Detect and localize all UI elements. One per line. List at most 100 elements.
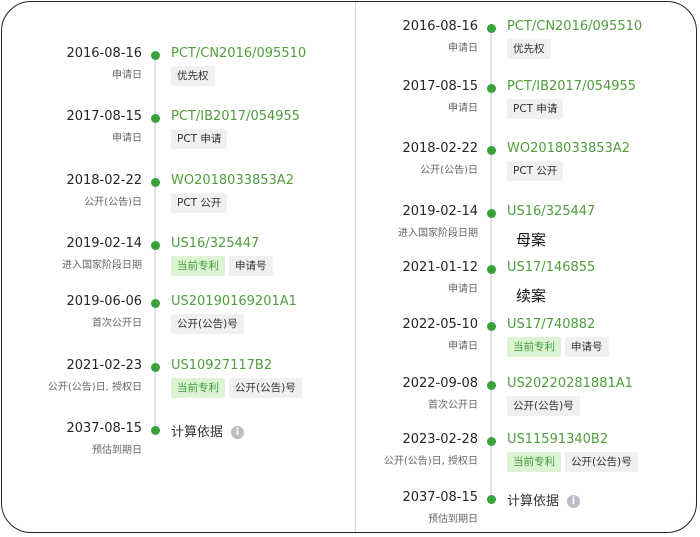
info-tag: PCT 公开 — [171, 193, 228, 213]
patent-number-link[interactable]: US20190169201A1 — [171, 294, 297, 309]
event-type-label: 进入国家阶段日期 — [398, 228, 478, 239]
patent-number[interactable]: US10927117B2 — [171, 358, 273, 373]
patent-number[interactable]: WO2018033853A2 — [507, 141, 630, 156]
event-type-label: 首次公开日 — [428, 400, 478, 411]
event-date: 2019-06-06 — [66, 294, 142, 309]
event-date: 2016-08-16 — [66, 46, 142, 61]
patent-number-link[interactable]: US20220281881A1 — [507, 376, 633, 391]
event-tags: PCT 申请 — [507, 99, 564, 119]
event-date: 2022-09-08 — [402, 376, 478, 391]
timeline-dot — [150, 177, 160, 187]
event-type-label: 申请日 — [448, 341, 478, 352]
timeline-dot — [486, 436, 496, 446]
info-tag: PCT 公开 — [507, 161, 564, 181]
timeline-dot — [486, 145, 496, 155]
event-date: 2021-02-23 — [66, 358, 142, 373]
timeline-dot — [150, 362, 160, 372]
info-tag: 申请号 — [565, 337, 609, 357]
patent-number-link[interactable]: PCT/IB2017/054955 — [507, 79, 636, 94]
event-tags: 优先权 — [171, 66, 215, 86]
patent-number-link[interactable]: US16/325447 — [171, 236, 259, 251]
event-tags: 当前专利公开(公告)号 — [171, 378, 302, 398]
current-patent-tag: 当前专利 — [507, 452, 561, 472]
info-tag: 优先权 — [507, 39, 551, 59]
event-type-label: 公开(公告)日, 授权日 — [47, 382, 142, 393]
patent-number-link[interactable]: US17/740882 — [507, 317, 595, 332]
info-tag: 申请号 — [229, 256, 273, 276]
patent-number-link[interactable]: PCT/CN2016/095510 — [171, 46, 306, 61]
event-type-label: 进入国家阶段日期 — [62, 260, 142, 271]
calculation-basis-label[interactable]: 计算依据 — [171, 425, 224, 440]
patent-number-link[interactable]: US10927117B2 — [171, 358, 272, 373]
timeline-dot — [150, 298, 160, 308]
timeline-dot — [486, 264, 496, 274]
timeline-dot — [150, 50, 160, 60]
patent-number[interactable]: PCT/IB2017/054955 — [171, 109, 301, 124]
info-icon[interactable]: i — [231, 426, 245, 439]
info-tag: PCT 申请 — [171, 129, 228, 149]
patent-number-link[interactable]: PCT/CN2016/095510 — [507, 19, 642, 34]
event-date: 2019-02-14 — [66, 236, 142, 251]
handwritten-note: 母案 — [516, 231, 547, 249]
patent-number[interactable]: US11591340B2 — [507, 432, 609, 447]
timeline-dot — [150, 113, 160, 123]
event-tags: 当前专利申请号 — [171, 256, 273, 276]
info-icon[interactable]: i — [567, 495, 581, 508]
event-type-label: 预估到期日 — [92, 445, 142, 456]
patent-number[interactable]: PCT/IB2017/054955 — [507, 79, 637, 94]
calculation-basis-link[interactable]: 计算依据 i — [171, 421, 245, 440]
event-date: 2037-08-15 — [66, 421, 142, 436]
event-tags: 公开(公告)号 — [507, 396, 580, 416]
info-tag: 公开(公告)号 — [565, 452, 638, 472]
event-date: 2016-08-16 — [402, 19, 478, 34]
event-type-label: 公开(公告)日 — [420, 165, 478, 176]
handwritten-note: 续案 — [516, 287, 547, 305]
patent-number[interactable]: PCT/CN2016/095510 — [507, 19, 643, 34]
event-type-label: 公开(公告)日 — [84, 197, 142, 208]
event-date: 2022-05-10 — [402, 317, 478, 332]
patent-number-link[interactable]: US16/325447 — [507, 204, 595, 219]
timeline-dot — [150, 425, 160, 435]
event-type-label: 预估到期日 — [428, 514, 478, 525]
patent-number-link[interactable]: WO2018033853A2 — [171, 173, 294, 188]
patent-number[interactable]: US17/146855 — [507, 260, 596, 275]
patent-number-link[interactable]: US11591340B2 — [507, 432, 608, 447]
event-tags: 当前专利申请号 — [507, 337, 609, 357]
timeline-dot — [150, 240, 160, 250]
patent-number[interactable]: US16/325447 — [171, 236, 260, 251]
event-date: 2018-02-22 — [66, 173, 142, 188]
calculation-basis-link[interactable]: 计算依据 i — [507, 490, 581, 509]
patent-number[interactable]: US20220281881A1 — [507, 376, 633, 391]
patent-number-link[interactable]: WO2018033853A2 — [507, 141, 630, 156]
event-type-label: 申请日 — [448, 43, 478, 54]
patent-number[interactable]: US17/740882 — [507, 317, 596, 332]
info-tag: 优先权 — [171, 66, 215, 86]
timeline-dot — [486, 208, 496, 218]
info-tag: 公开(公告)号 — [507, 396, 580, 416]
event-date: 2021-01-12 — [402, 260, 478, 275]
timeline-dot — [486, 321, 496, 331]
event-date: 2018-02-22 — [402, 141, 478, 156]
column-divider — [355, 2, 356, 532]
event-type-label: 公开(公告)日, 授权日 — [383, 456, 478, 467]
info-tag: 公开(公告)号 — [171, 314, 244, 334]
current-patent-tag: 当前专利 — [171, 256, 225, 276]
event-type-label: 申请日 — [448, 103, 478, 114]
patent-number[interactable]: US20190169201A1 — [171, 294, 297, 309]
current-patent-tag: 当前专利 — [507, 337, 561, 357]
patent-number[interactable]: PCT/CN2016/095510 — [171, 46, 307, 61]
patent-number[interactable]: WO2018033853A2 — [171, 173, 294, 188]
patent-number[interactable]: US16/325447 — [507, 204, 596, 219]
event-date: 2019-02-14 — [402, 204, 478, 219]
calculation-basis-label[interactable]: 计算依据 — [507, 494, 560, 509]
event-tags: 当前专利公开(公告)号 — [507, 452, 638, 472]
event-tags: PCT 公开 — [507, 161, 564, 181]
timeline-dot — [486, 23, 496, 33]
patent-number-link[interactable]: PCT/IB2017/054955 — [171, 109, 300, 124]
timeline-dot — [486, 494, 496, 504]
patent-number-link[interactable]: US17/146855 — [507, 260, 595, 275]
timeline-dot — [486, 380, 496, 390]
